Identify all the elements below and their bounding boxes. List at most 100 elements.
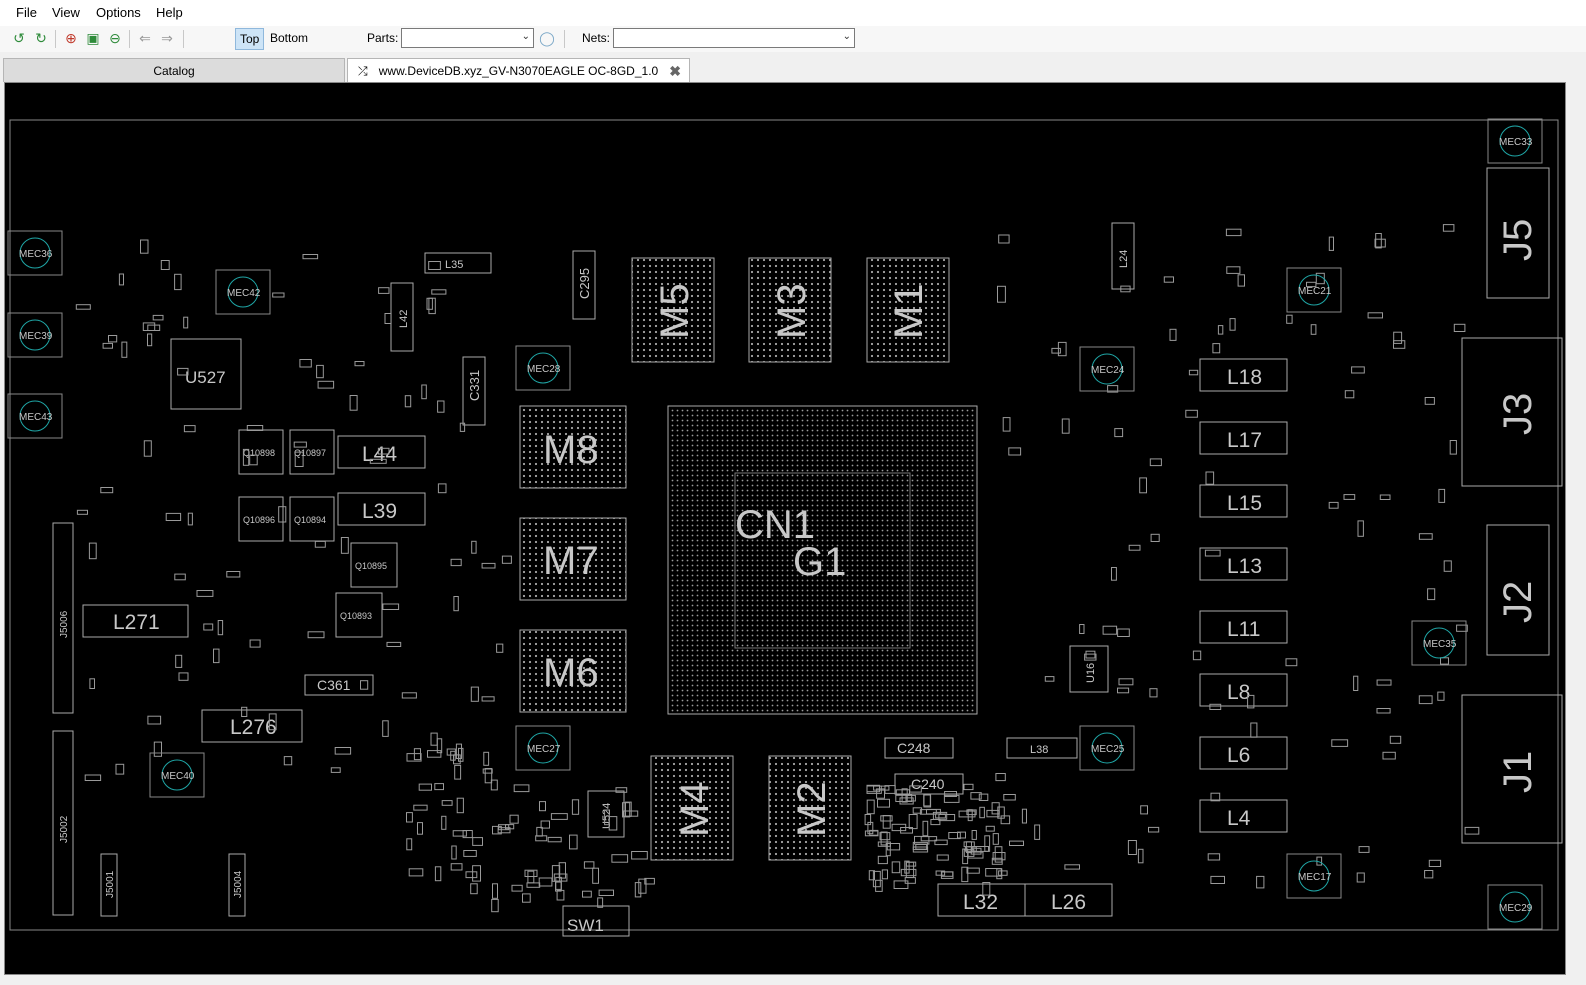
parts-combobox[interactable]: ⌄ (401, 28, 534, 48)
zoom-fit-icon[interactable]: ▣ (86, 30, 100, 46)
back-icon[interactable]: ⇐ (139, 30, 151, 46)
connector-j2[interactable] (1486, 524, 1550, 656)
mounting-hole[interactable] (1298, 274, 1330, 306)
smd-component (1127, 840, 1137, 855)
switch-sw1[interactable] (562, 905, 630, 937)
connector-j1[interactable] (1461, 694, 1563, 844)
zoom-out-icon[interactable]: ⊖ (109, 30, 121, 46)
forward-icon[interactable]: ⇒ (161, 30, 173, 46)
transistor-q10896[interactable] (238, 496, 284, 542)
pcb-view[interactable]: CN1 G1 M1 M2 M3 M4 M5 M6 M7 M8 J1 J2 J3 … (5, 83, 1565, 974)
memory-chip-m8[interactable] (519, 405, 627, 489)
inductor-l276[interactable] (201, 709, 303, 743)
smd-component (961, 866, 969, 883)
lightbulb-icon[interactable]: ◯ (539, 30, 555, 46)
inductor-l32[interactable] (937, 883, 1026, 917)
capacitor-c295[interactable] (572, 250, 596, 320)
chip-u16[interactable] (1069, 645, 1109, 693)
smd-component (1376, 708, 1391, 714)
inductor-l38[interactable] (1006, 737, 1078, 759)
inductor-l18[interactable] (1199, 358, 1288, 392)
smd-component (1084, 653, 1097, 661)
smd-component (550, 813, 568, 820)
label-g1: G1 (793, 540, 846, 584)
bottom-side-button[interactable]: Bottom (270, 31, 309, 45)
menu-help[interactable]: Help (156, 5, 183, 20)
smd-component (1139, 477, 1147, 494)
label-mounting-hole: MEC21 (1298, 286, 1332, 297)
header-j5004[interactable] (228, 853, 246, 917)
transistor-q10897[interactable] (289, 429, 335, 475)
header-j5006[interactable] (52, 522, 74, 714)
transistor-q10895[interactable] (350, 542, 398, 588)
mounting-hole[interactable] (1423, 627, 1455, 659)
mounting-hole[interactable] (1298, 860, 1330, 892)
inductor-l13[interactable] (1199, 547, 1288, 581)
inductor-l15[interactable] (1199, 484, 1288, 518)
inductor-l8[interactable] (1199, 673, 1288, 707)
rotate-left-icon[interactable]: ↺ (13, 30, 25, 46)
inductor-l6[interactable] (1199, 736, 1288, 770)
memory-chip-m6[interactable] (519, 629, 627, 713)
smd-component (178, 672, 189, 681)
capacitor-c248[interactable] (884, 737, 954, 759)
inductor-l44[interactable] (337, 435, 426, 469)
gpu-package[interactable] (667, 405, 978, 715)
inductor-l17[interactable] (1199, 421, 1288, 455)
header-j5001[interactable] (100, 853, 118, 917)
label-l32: L32 (963, 891, 998, 914)
inductor-l11[interactable] (1199, 610, 1288, 644)
connector-j3[interactable] (1461, 337, 1563, 487)
mounting-hole[interactable] (1091, 353, 1123, 385)
memory-chip-m1[interactable] (866, 257, 950, 363)
mounting-hole[interactable] (527, 352, 559, 384)
top-side-button[interactable]: Top (235, 28, 265, 50)
capacitor-c240[interactable] (894, 773, 964, 795)
chip-u527[interactable] (170, 338, 242, 410)
mounting-hole[interactable] (227, 276, 259, 308)
mounting-hole[interactable] (527, 732, 559, 764)
mounting-hole[interactable] (19, 319, 51, 351)
tab-board[interactable]: ⤮ www.DeviceDB.xyz_GV-N3070EAGLE OC-8GD_… (347, 58, 690, 82)
board-canvas[interactable]: CN1 G1 M1 M2 M3 M4 M5 M6 M7 M8 J1 J2 J3 … (4, 82, 1566, 975)
smd-component (879, 832, 891, 841)
memory-chip-m4[interactable] (650, 755, 734, 861)
mounting-hole[interactable] (161, 759, 193, 791)
zoom-in-icon[interactable]: ⊕ (65, 30, 77, 46)
mounting-hole[interactable] (1091, 732, 1123, 764)
smd-component (454, 764, 462, 780)
mounting-hole[interactable] (1499, 891, 1531, 923)
memory-chip-m5[interactable] (631, 257, 715, 363)
nets-combobox[interactable]: ⌄ (613, 28, 855, 48)
rotate-right-icon[interactable]: ↻ (35, 30, 47, 46)
memory-chip-m7[interactable] (519, 517, 627, 601)
smd-component (991, 857, 1003, 865)
mounting-hole[interactable] (19, 237, 51, 269)
inductor-l35[interactable] (424, 252, 492, 274)
smd-component (998, 234, 1010, 244)
chip-u524[interactable] (587, 790, 625, 838)
inductor-l4[interactable] (1199, 799, 1288, 833)
smd-component (986, 809, 1000, 818)
menu-view[interactable]: View (52, 5, 80, 20)
transistor-q10894[interactable] (289, 496, 335, 542)
menu-file[interactable]: File (16, 5, 37, 20)
smd-component (406, 812, 413, 823)
header-j5002[interactable] (52, 730, 74, 916)
capacitor-c361[interactable] (304, 674, 374, 696)
capacitor-c331[interactable] (462, 356, 486, 426)
toolbar: ↺ ↻ ⊕ ▣ ⊖ ⇐ ⇒ Top Bottom Parts: ⌄ ◯ Nets… (0, 26, 1586, 52)
tab-catalog[interactable]: Catalog (3, 58, 345, 82)
close-icon[interactable]: ✖ (669, 63, 681, 79)
memory-chip-m2[interactable] (768, 755, 852, 861)
inductor-l24[interactable] (1111, 222, 1135, 290)
transistor-q10893[interactable] (335, 592, 383, 638)
memory-chip-m3[interactable] (748, 257, 832, 363)
connector-j5[interactable] (1486, 167, 1550, 299)
mounting-hole[interactable] (1499, 125, 1531, 157)
label-j2: J2 (1496, 581, 1540, 623)
inductor-l271[interactable] (82, 604, 189, 638)
mounting-hole[interactable] (19, 400, 51, 432)
menu-options[interactable]: Options (96, 5, 141, 20)
inductor-l39[interactable] (337, 492, 426, 526)
